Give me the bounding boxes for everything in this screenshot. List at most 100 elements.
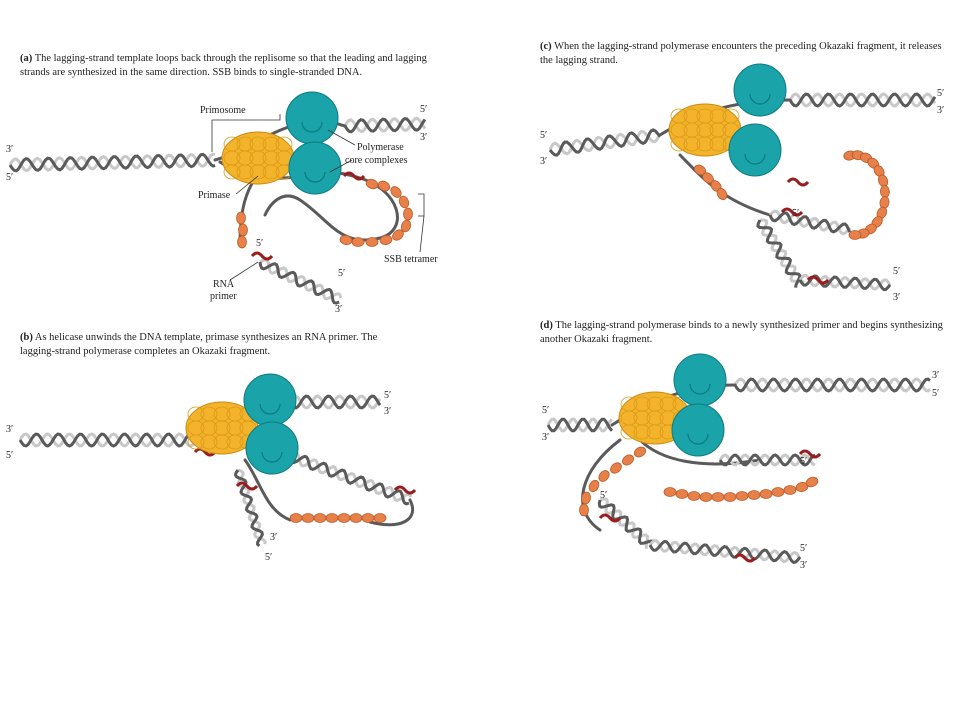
a-ssb-loop [339,178,413,247]
primase-pointer [235,175,259,195]
a-end-lag-3: 3′ [335,304,342,315]
caption-c-text: When the lagging-strand polymerase encou… [540,41,942,66]
a-parental-helix-strand-2 [8,152,216,173]
d-ssb-row-bead [723,492,737,502]
d-ssb-row-bead [759,489,773,499]
a-ssb-left-bead [237,235,247,249]
caption-d-letter: (d) [540,320,553,331]
d-leading-helix [733,377,931,393]
c-end-right-bottom: 3′ [937,105,944,116]
d-end-low-5: 5′ [800,543,807,554]
d-leading-helix-strand-1 [733,377,931,393]
a-leading-helix-strand-1 [343,117,427,134]
b-polymerase-bottom-cleft [261,451,283,463]
c-released-helix-strand-1 [756,219,802,288]
a-ssb-loop-bead [403,207,413,221]
a-leading-helix [343,116,427,134]
b-polymerase-top-body [243,373,297,427]
caption-b: (b) As helicase unwinds the DNA template… [20,331,400,359]
b-rna-primer-1 [193,447,217,457]
a-polymerase-bottom [288,141,342,195]
d-ssb-row-bead [687,491,701,501]
d-ssb-left-bead [622,454,634,466]
d-ssb-row [663,476,819,502]
b-ssb-row-bead [325,513,339,523]
a-ssb-left-bead [238,223,248,237]
b-parental-helix [18,432,197,448]
b-ssb-row-bead [289,513,303,523]
b-leading-helix-strand-2 [288,394,382,410]
d-primase-subunit [633,424,651,440]
c-end-right-top: 5′ [937,88,944,99]
c-end-low-3: 3′ [893,292,900,303]
d-end-left-5: 5′ [600,490,607,501]
d-end-left-bottom: 3′ [542,432,549,443]
c-ssb-left-bead [716,187,728,201]
b-end-low-5: 5′ [265,552,272,563]
d-left-helix-strand-1 [597,499,654,545]
b-polymerase-top-cleft [259,403,281,415]
b-end-left-bottom: 5′ [6,450,13,461]
d-okazaki-helix-strand-1 [718,453,816,467]
d-end-right-bottom: 5′ [932,388,939,399]
a-end-right-bottom: 3′ [420,132,427,143]
d-polymerase-top [673,353,727,407]
c-parental-helix-strand-1 [548,128,662,157]
b-okazaki-helix-strand-2 [289,451,413,503]
d-rna-primer-1 [798,449,822,459]
c-end-mid-5: 5′ [792,208,799,219]
b-polymerase-top [243,373,297,427]
c-polymerase-top-body [733,63,787,117]
d-ssb-row-bead [783,485,797,495]
c-okazaki-helix [768,209,852,236]
label-primase: Primase [198,190,231,201]
c-polymerase-released [728,123,782,177]
caption-b-letter: (b) [20,332,33,343]
caption-a-text: The lagging-strand template loops back t… [20,53,427,78]
rna-pointer [229,261,259,281]
c-primase-subunit [683,136,701,152]
d-okazaki-helix [718,453,816,467]
b-lag-strand [243,458,292,522]
a-end-lag-5: 5′ [338,268,345,279]
a-polymerase-bottom-body [288,141,342,195]
d-ssb-left-bead [579,503,589,517]
a-end-right-top: 5′ [420,104,427,115]
b-end-right-top: 5′ [384,390,391,401]
a-rna-primer [250,251,274,261]
label-polymerase-2: core complexes [345,155,408,166]
c-polymerase-top [733,63,787,117]
a-okazaki-helix-strand-2 [259,257,343,301]
a-end-lag-top: 5′ [256,238,263,249]
a-okazaki-helix-strand-1 [258,261,340,305]
d-ssb-row-bead [747,490,761,500]
polymerase-pointer-2 [329,159,353,173]
b-ssb-row [289,513,387,523]
b-lag-tail [233,468,267,547]
d-bottom-helix [648,539,802,564]
a-ssb-left-bead [236,211,246,225]
d-bottom-helix-strand-2 [648,539,802,564]
a-ssb-loop-bead [390,186,402,198]
d-ssb-left-bead [633,446,647,458]
panel-a-labels: Primosome Polymerase core complexes Prim… [6,104,438,315]
b-okazaki-helix-strand-1 [288,454,410,506]
b-ssb-row-bead [313,513,327,523]
caption-c: (c) When the lagging-strand polymerase e… [540,40,950,68]
b-end-right-bottom: 3′ [384,406,391,417]
b-loop-turn [368,498,414,527]
c-primase [668,103,742,157]
caption-a: (a) The lagging-strand template loops ba… [20,52,430,80]
d-polymerase-top-body [673,353,727,407]
panel-b-labels: 3′ 5′ 5′ 3′ 3′ 5′ [6,390,391,563]
a-primase [221,131,295,185]
a-ssb-loop-bead [351,237,365,247]
a-primase-subunit [249,164,267,180]
a-ssb-left [236,211,248,249]
label-polymerase-1: Polymerase [357,142,404,153]
proteins [185,63,787,475]
b-primase-subunit [187,434,205,450]
label-rna-2: primer [210,291,237,302]
c-lower-helix-strand-2 [798,273,892,291]
b-primase [185,401,259,455]
